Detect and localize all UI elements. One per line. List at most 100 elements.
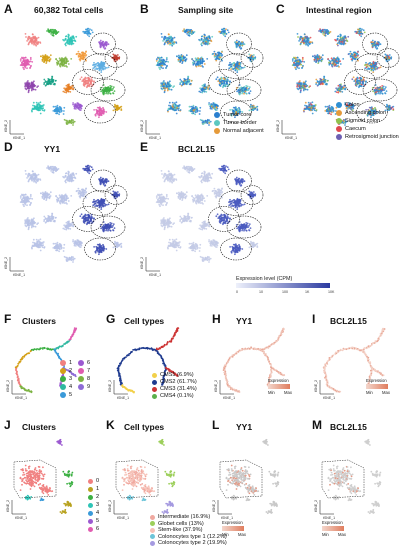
cell-point — [119, 106, 122, 108]
cell-point — [30, 201, 32, 204]
cell-point — [178, 104, 181, 106]
cell-point — [349, 56, 352, 58]
cell-point — [27, 38, 30, 41]
cell-point — [164, 87, 167, 90]
cell-point — [362, 82, 364, 85]
panel-title-b: Sampling site — [178, 5, 234, 15]
cell-point — [378, 88, 381, 91]
cell-point — [348, 52, 351, 55]
cell-point — [24, 196, 27, 198]
cell-point — [218, 78, 221, 81]
cell-point — [220, 52, 222, 55]
cell-point — [361, 81, 364, 83]
cell-point — [187, 75, 189, 78]
cell-point — [374, 109, 377, 111]
cell-point — [232, 62, 235, 64]
cell-point — [356, 79, 358, 81]
cell-point — [203, 90, 205, 92]
cell-point — [179, 55, 182, 57]
cell-point — [25, 173, 27, 175]
cell-point — [381, 92, 384, 95]
highlight-outline — [104, 48, 128, 68]
cell-point — [379, 43, 382, 46]
cell-point — [179, 109, 182, 111]
cell-point — [198, 90, 201, 93]
cell-point — [207, 40, 210, 43]
cell-point — [53, 31, 55, 34]
cell-point — [56, 31, 59, 34]
cell-point — [216, 57, 219, 60]
cell-point — [107, 203, 110, 206]
cell-point — [158, 62, 161, 65]
cell-point — [52, 34, 55, 37]
cell-point — [305, 88, 307, 91]
cell-point — [384, 87, 386, 90]
cell-point — [362, 29, 365, 32]
cell-point — [335, 62, 338, 64]
cell-point — [116, 54, 119, 56]
cell-point — [357, 51, 359, 53]
cell-point — [384, 109, 387, 112]
cell-point — [159, 68, 161, 71]
cell-point — [327, 58, 329, 60]
cell-point — [238, 109, 241, 111]
cell-point — [336, 60, 338, 63]
cell-point — [344, 84, 346, 87]
cell-point — [303, 61, 306, 63]
cell-point — [30, 81, 33, 84]
cell-point — [55, 29, 57, 32]
cell-point — [106, 91, 108, 93]
cell-point — [241, 41, 243, 43]
cell-point — [87, 27, 90, 30]
cell-point — [200, 35, 203, 38]
cell-point — [296, 62, 298, 64]
highlight-outline — [90, 78, 126, 102]
cell-point — [20, 64, 23, 67]
cell-point — [302, 37, 305, 39]
cell-point — [384, 86, 387, 88]
cell-point — [292, 64, 295, 67]
cell-point — [337, 91, 340, 94]
cell-point — [305, 83, 307, 86]
panel-letter-d: D — [4, 140, 13, 154]
cell-point — [192, 59, 195, 62]
cell-point — [301, 67, 303, 69]
cell-point — [354, 52, 357, 54]
cell-point — [317, 60, 320, 63]
highlight-outline — [354, 53, 390, 79]
cell-point — [173, 36, 176, 39]
legend-swatch — [336, 102, 342, 108]
cell-point — [242, 91, 244, 93]
cell-point — [228, 67, 231, 70]
cell-point — [365, 64, 368, 66]
cell-point — [104, 179, 106, 181]
cell-point — [349, 50, 352, 53]
cell-point — [62, 202, 64, 204]
cell-point — [100, 108, 103, 110]
cell-point — [240, 86, 243, 89]
cell-point — [236, 114, 239, 117]
cell-point — [166, 37, 169, 39]
cell-point — [84, 189, 86, 192]
cell-point — [65, 87, 68, 89]
cell-point — [90, 76, 93, 79]
cell-point — [374, 44, 377, 47]
highlight-outline — [356, 100, 388, 124]
cell-point — [40, 107, 42, 109]
cell-point — [63, 118, 66, 121]
legend-swatch — [214, 120, 220, 126]
cell-point — [173, 41, 176, 43]
cell-point — [214, 53, 217, 56]
cell-point — [335, 65, 338, 67]
cell-point — [255, 106, 258, 108]
cell-point — [199, 58, 202, 61]
cell-point — [21, 61, 23, 64]
cell-point — [298, 62, 301, 65]
cell-point — [25, 36, 27, 38]
cell-point — [51, 75, 53, 78]
cell-point — [169, 83, 171, 86]
cell-point — [203, 33, 206, 36]
cell-point — [64, 197, 66, 200]
legend-label: Sigmoid colon — [345, 118, 381, 124]
cell-point — [101, 64, 104, 67]
